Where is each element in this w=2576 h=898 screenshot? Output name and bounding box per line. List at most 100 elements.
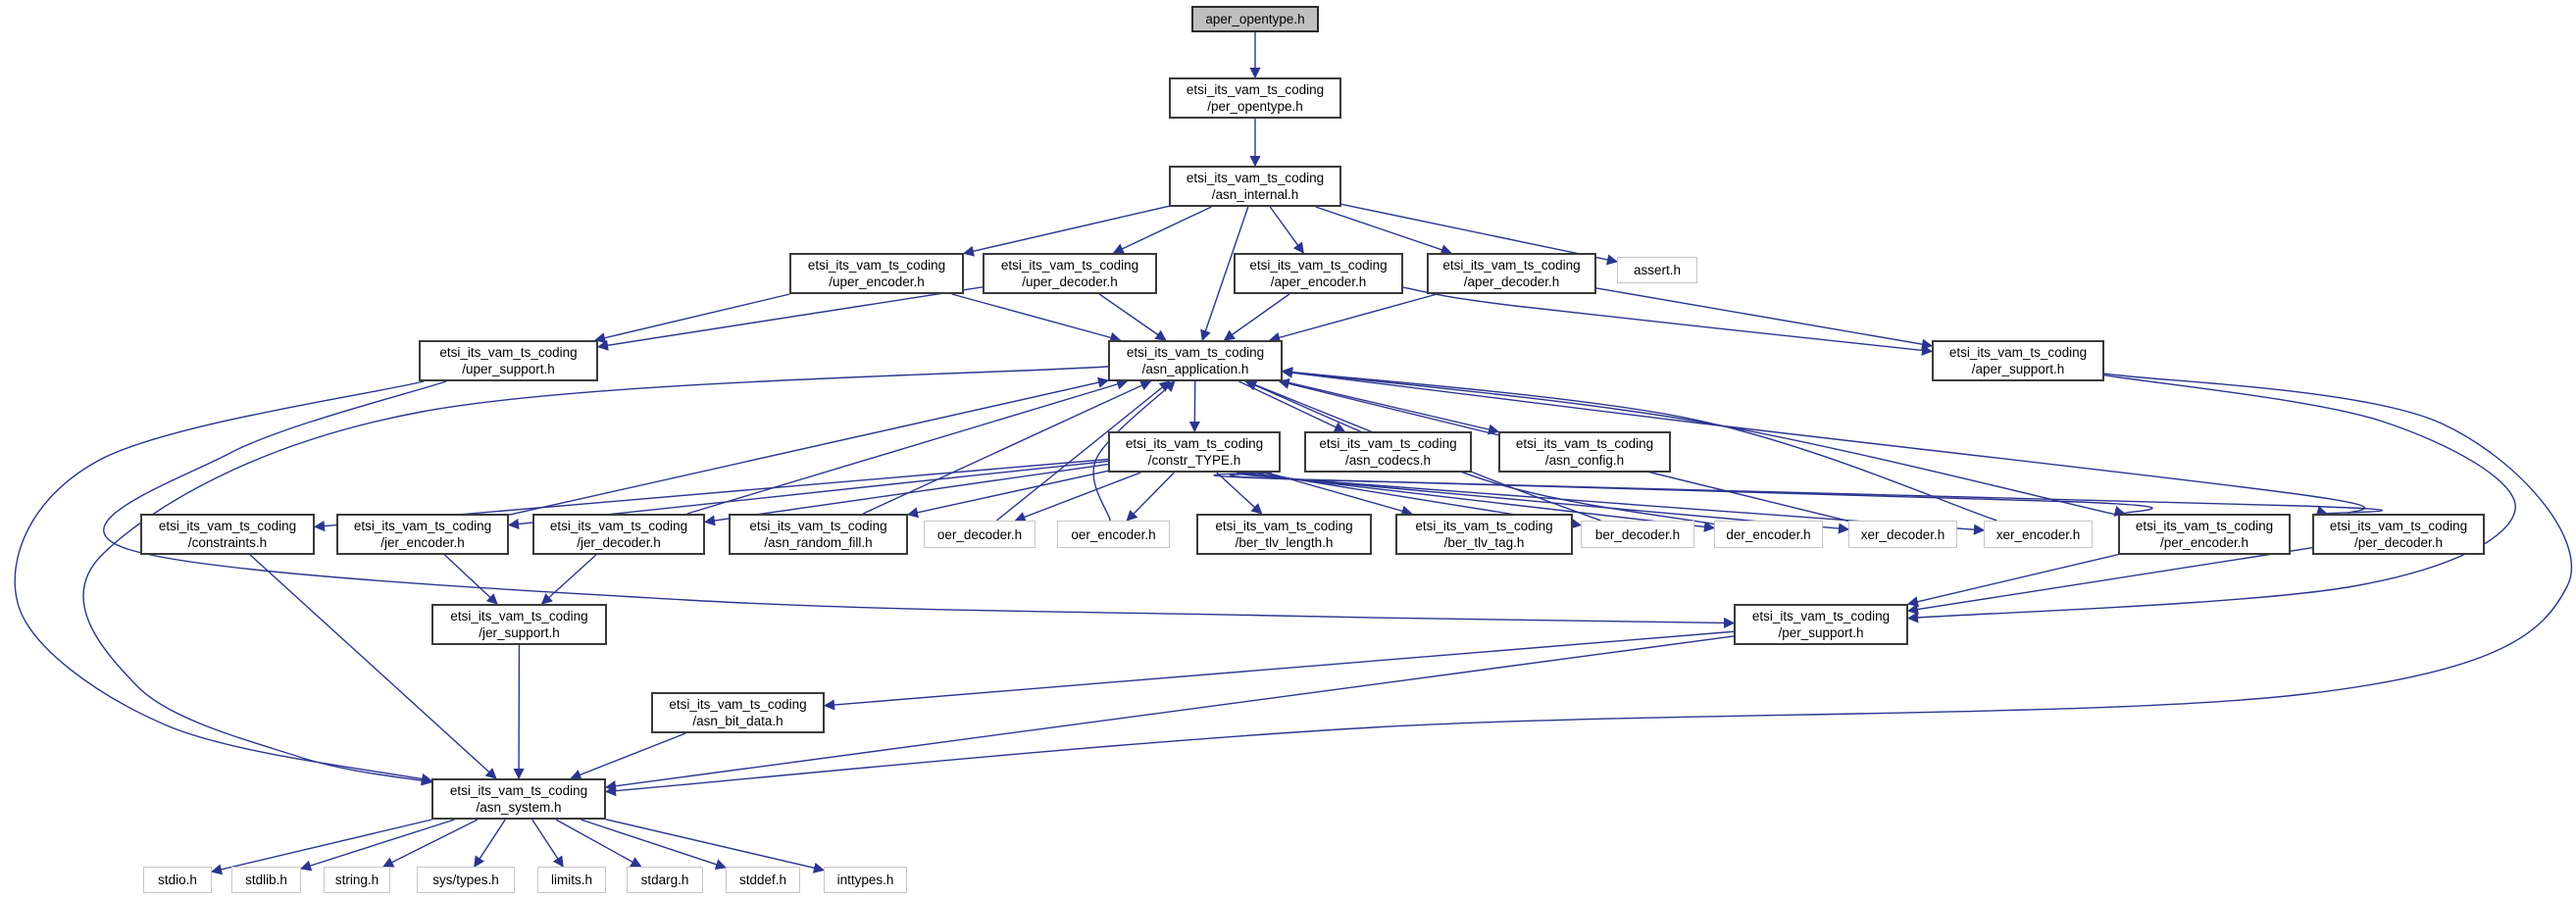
node-label: /jer_decoder.h <box>577 535 661 550</box>
node-per_opentype[interactable]: etsi_its_vam_ts_coding/per_opentype.h <box>1169 77 1341 119</box>
node-limits: limits.h <box>537 867 606 893</box>
node-label: stddef.h <box>738 873 787 887</box>
node-label: stdlib.h <box>245 873 287 887</box>
edge-oer_decoder-to-asn_application <box>995 380 1171 522</box>
edge-oer_encoder-to-asn_application <box>1092 380 1176 522</box>
node-per_encoder[interactable]: etsi_its_vam_ts_coding/per_encoder.h <box>2118 514 2291 555</box>
node-ber_tlv_length[interactable]: etsi_its_vam_ts_coding/ber_tlv_length.h <box>1196 514 1372 555</box>
edge-jer_encoder-to-asn_application <box>508 376 1110 516</box>
edge-asn_internal-to-uper_encoder <box>962 205 1170 257</box>
node-constraints[interactable]: etsi_its_vam_ts_coding/constraints.h <box>140 514 315 555</box>
node-asn_internal[interactable]: etsi_its_vam_ts_coding/asn_internal.h <box>1169 166 1341 207</box>
edge-asn_application-to-asn_codecs <box>1238 380 1346 432</box>
edge-asn_system-to-stdarg <box>555 819 642 868</box>
edge-asn_system-to-limits <box>531 819 564 868</box>
node-label: etsi_its_vam_ts_coding <box>1126 345 1265 360</box>
node-label: /aper_support.h <box>1971 362 2065 376</box>
node-label: etsi_its_vam_ts_coding <box>1319 436 1457 451</box>
edge-asn_system-to-string <box>381 819 479 868</box>
node-asn_random_fill[interactable]: etsi_its_vam_ts_coding/asn_random_fill.h <box>729 514 908 555</box>
node-per_decoder[interactable]: etsi_its_vam_ts_coding/per_decoder.h <box>2312 514 2485 555</box>
node-asn_config[interactable]: etsi_its_vam_ts_coding/asn_config.h <box>1498 431 1671 473</box>
node-uper_support[interactable]: etsi_its_vam_ts_coding/uper_support.h <box>419 340 598 381</box>
node-label: der_encoder.h <box>1726 526 1811 542</box>
node-uper_encoder[interactable]: etsi_its_vam_ts_coding/uper_encoder.h <box>789 253 964 294</box>
node-label: etsi_its_vam_ts_coding <box>1000 258 1139 273</box>
node-label: etsi_its_vam_ts_coding <box>1186 171 1325 185</box>
edge-asn_system-to-stdlib <box>299 819 455 872</box>
node-label: /uper_encoder.h <box>829 274 925 289</box>
node-label: etsi_its_vam_ts_coding <box>1515 436 1654 451</box>
edge-asn_internal-to-aper_decoder <box>1315 206 1452 256</box>
edge-per_encoder-to-asn_application <box>1281 367 2119 517</box>
node-label: /asn_internal.h <box>1211 187 1299 202</box>
edge-asn_application-to-asn_system <box>82 366 1109 786</box>
node-label: /jer_encoder.h <box>380 535 465 550</box>
node-label: etsi_its_vam_ts_coding <box>1751 609 1891 624</box>
node-label: etsi_its_vam_ts_coding <box>1415 519 1553 533</box>
node-label: /per_decoder.h <box>2353 535 2444 550</box>
edge-per_encoder-to-per_support <box>1906 554 2119 608</box>
node-label: /per_opentype.h <box>1207 99 1303 114</box>
node-label: /per_support.h <box>1778 625 1864 640</box>
edge-uper_support-to-asn_system <box>14 380 433 784</box>
node-inttypes: inttypes.h <box>824 867 907 893</box>
node-label: etsi_its_vam_ts_coding <box>1125 436 1264 451</box>
node-asn_application[interactable]: etsi_its_vam_ts_coding/asn_application.h <box>1108 340 1283 381</box>
node-label: etsi_its_vam_ts_coding <box>353 519 492 533</box>
node-stdlib: stdlib.h <box>231 867 301 893</box>
edge-asn_bit_data-to-asn_system <box>570 732 686 780</box>
edge-uper_support-to-per_support <box>103 380 1736 628</box>
edge-per_decoder-to-per_support <box>1906 547 2313 616</box>
node-label: /asn_system.h <box>476 800 562 815</box>
node-asn_system[interactable]: etsi_its_vam_ts_coding/asn_system.h <box>431 778 606 820</box>
node-asn_bit_data[interactable]: etsi_its_vam_ts_coding/asn_bit_data.h <box>651 692 825 733</box>
edge-aper_support-to-asn_system <box>604 373 2573 797</box>
node-label: oer_encoder.h <box>1071 526 1156 542</box>
node-asn_codecs[interactable]: etsi_its_vam_ts_coding/asn_codecs.h <box>1304 431 1472 473</box>
node-label: /asn_bit_data.h <box>692 714 783 728</box>
node-jer_encoder[interactable]: etsi_its_vam_ts_coding/jer_encoder.h <box>336 514 509 555</box>
node-aper_encoder[interactable]: etsi_its_vam_ts_coding/aper_encoder.h <box>1234 253 1403 294</box>
node-jer_support[interactable]: etsi_its_vam_ts_coding/jer_support.h <box>431 604 607 645</box>
node-label: etsi_its_vam_ts_coding <box>1948 345 2088 360</box>
node-ber_tlv_tag[interactable]: etsi_its_vam_ts_coding/ber_tlv_tag.h <box>1395 514 1573 555</box>
node-label: etsi_its_vam_ts_coding <box>1215 519 1353 533</box>
node-constr_TYPE[interactable]: etsi_its_vam_ts_coding/constr_TYPE.h <box>1108 431 1281 473</box>
edge-jer_encoder-to-jer_support <box>444 554 498 605</box>
node-assert: assert.h <box>1617 257 1697 283</box>
edge-asn_internal-to-asn_application <box>1200 206 1249 342</box>
node-xer_decoder: xer_decoder.h <box>1848 521 1957 548</box>
node-label: /asn_config.h <box>1544 453 1625 468</box>
node-aper_decoder[interactable]: etsi_its_vam_ts_coding/aper_decoder.h <box>1427 253 1596 294</box>
node-label: /aper_encoder.h <box>1270 274 1367 289</box>
node-label: /asn_application.h <box>1141 362 1249 376</box>
node-label: xer_decoder.h <box>1860 526 1945 542</box>
node-label: stdarg.h <box>640 873 689 887</box>
edge-jer_decoder-to-asn_application <box>686 378 1129 515</box>
edge-constraints-to-asn_system <box>249 554 497 779</box>
edge-asn_system-to-sys_types <box>474 819 506 868</box>
node-label: etsi_its_vam_ts_coding <box>450 609 588 624</box>
node-aper_support[interactable]: etsi_its_vam_ts_coding/aper_support.h <box>1932 340 2104 381</box>
node-label: etsi_its_vam_ts_coding <box>669 697 807 712</box>
edge-aper_support-to-per_support <box>1906 374 2516 624</box>
node-label: inttypes.h <box>836 873 894 887</box>
node-per_support[interactable]: etsi_its_vam_ts_coding/per_support.h <box>1734 604 1908 645</box>
node-sys_types: sys/types.h <box>417 867 515 893</box>
node-label: string.h <box>334 873 379 887</box>
node-label: etsi_its_vam_ts_coding <box>2329 519 2468 533</box>
node-label: etsi_its_vam_ts_coding <box>158 519 297 533</box>
edge-uper_decoder-to-asn_application <box>1098 293 1167 341</box>
node-label: stdio.h <box>158 873 197 887</box>
node-label: aper_opentype.h <box>1205 12 1305 26</box>
edge-asn_application-to-constr_TYPE <box>1188 380 1200 433</box>
node-label: /asn_random_fill.h <box>764 535 873 550</box>
node-uper_decoder[interactable]: etsi_its_vam_ts_coding/uper_decoder.h <box>983 253 1157 294</box>
edge-asn_internal-to-assert <box>1340 203 1619 266</box>
node-label: /constraints.h <box>187 535 268 550</box>
node-jer_decoder[interactable]: etsi_its_vam_ts_coding/jer_decoder.h <box>532 514 705 555</box>
node-label: etsi_its_vam_ts_coding <box>1186 82 1325 97</box>
